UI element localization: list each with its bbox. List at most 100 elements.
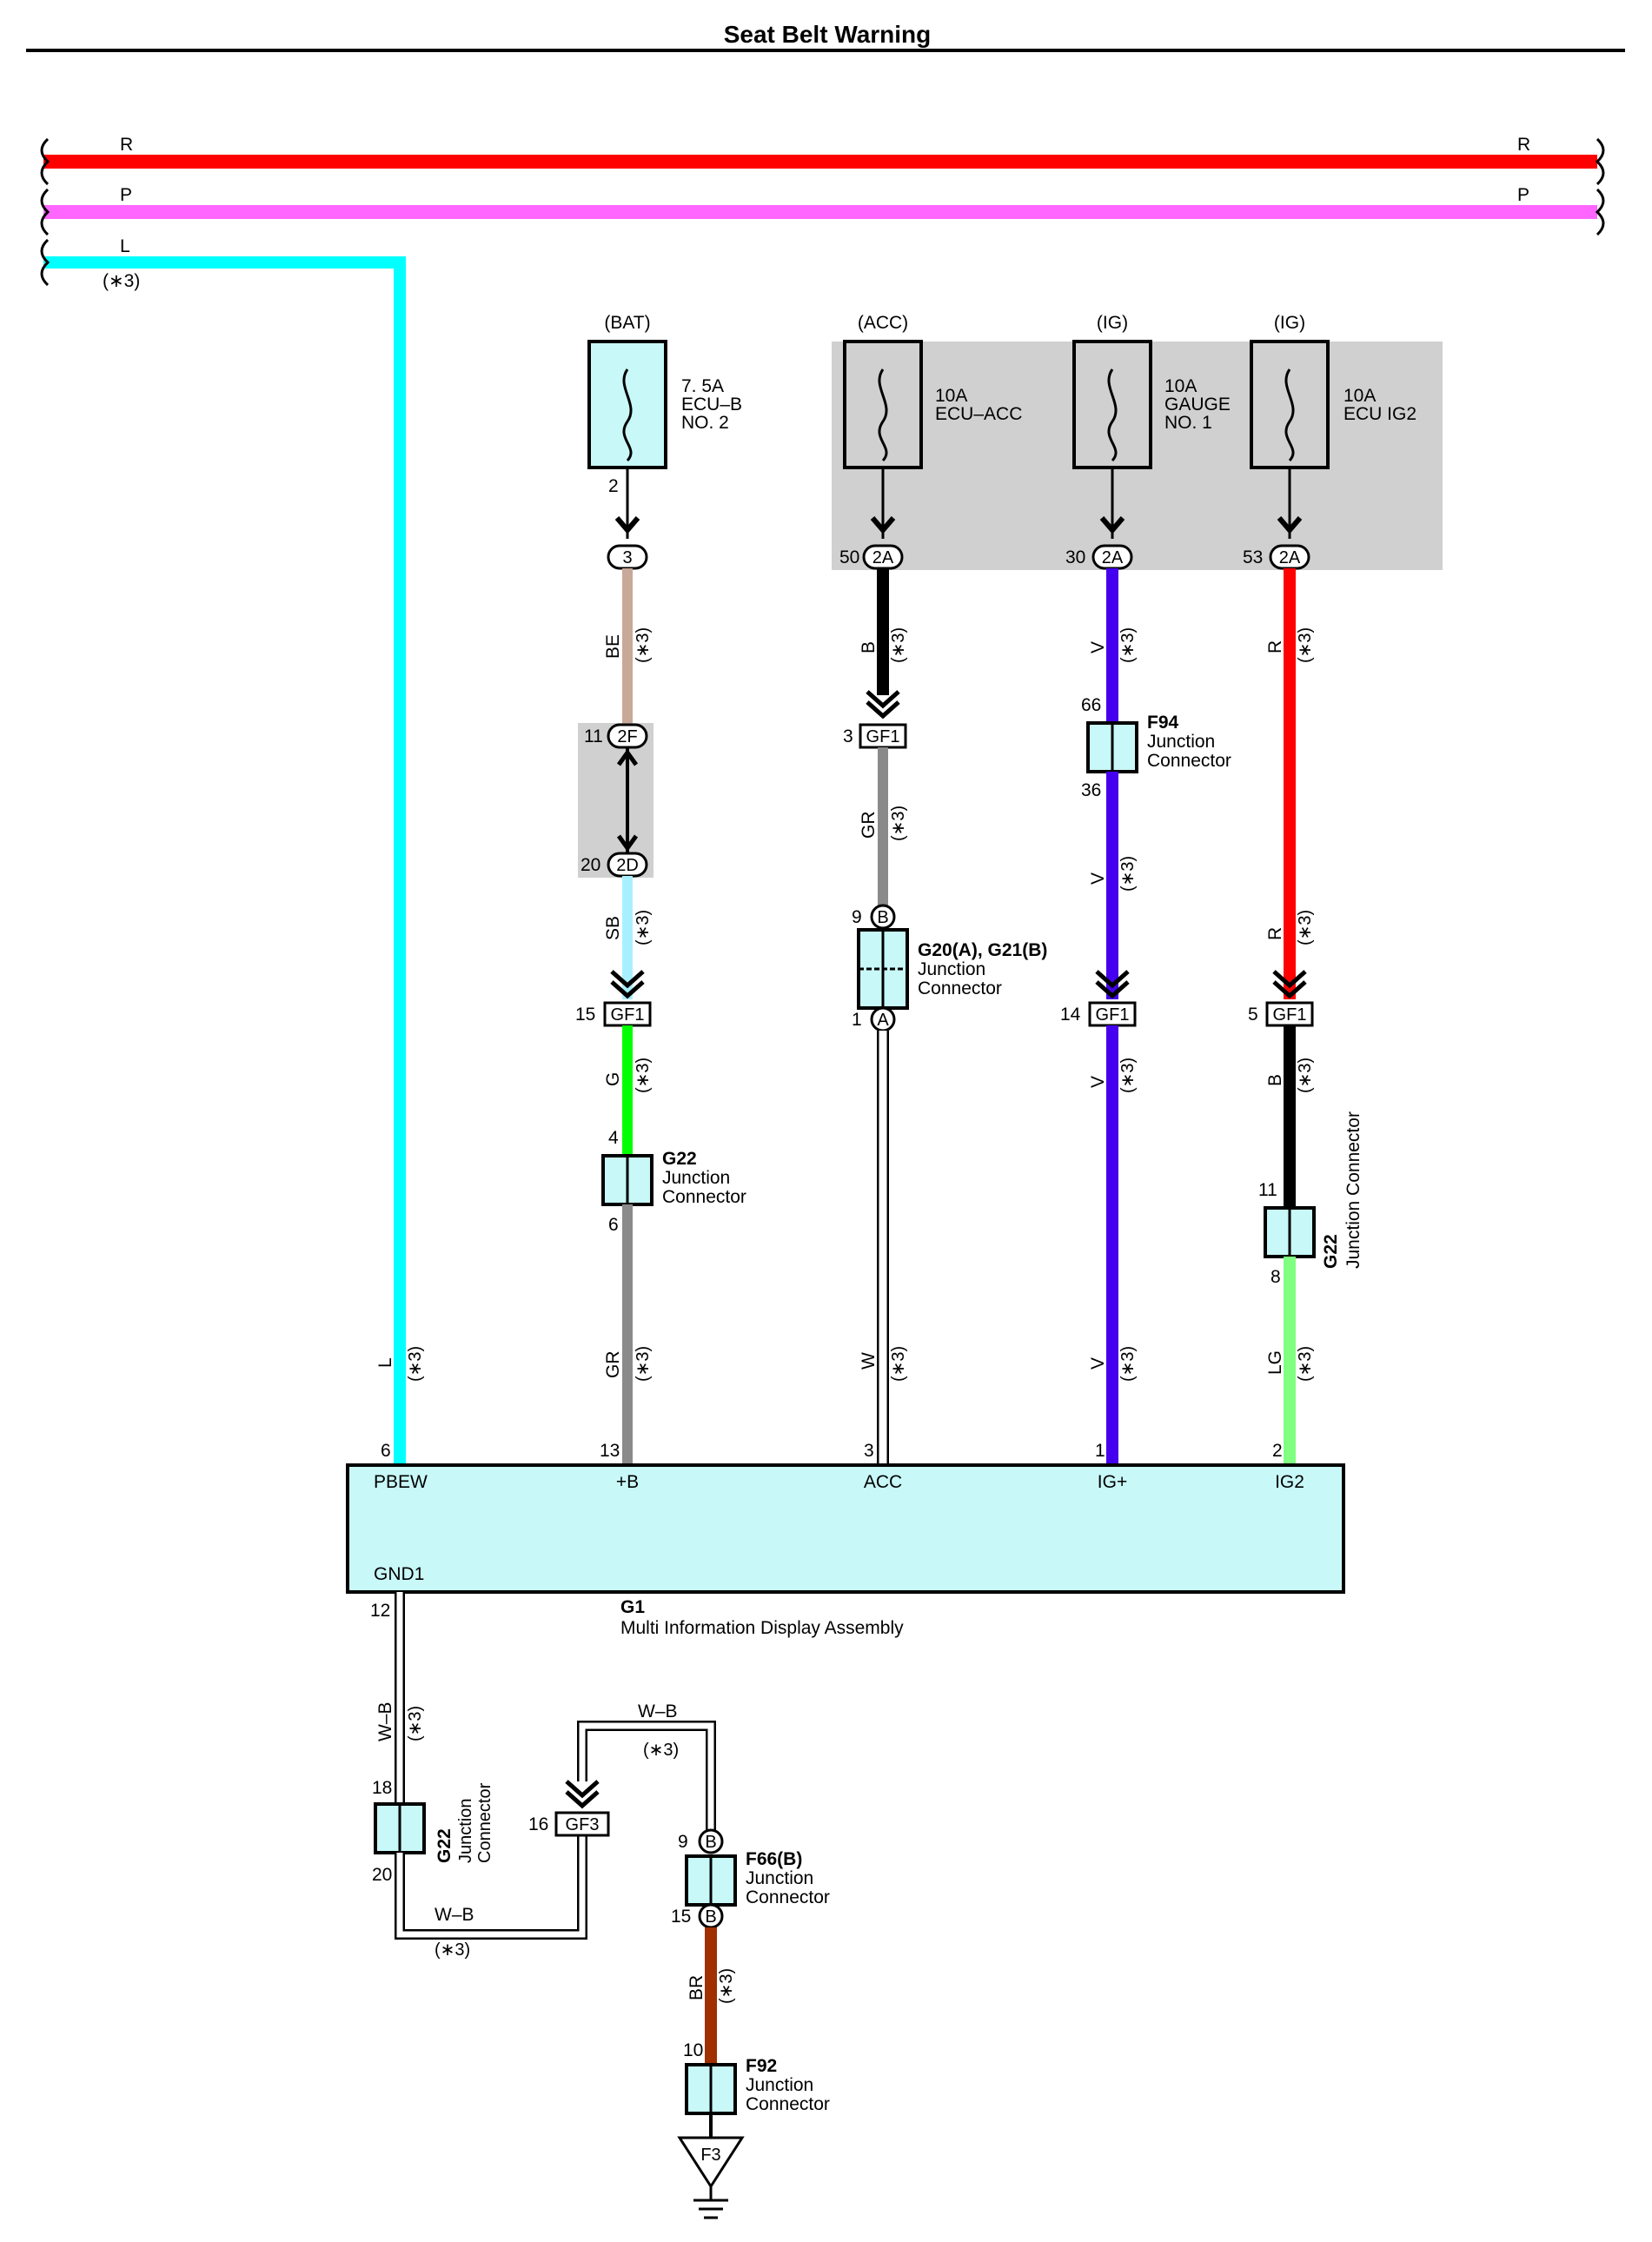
wire-v-c-label: V (1088, 1076, 1108, 1088)
chevron-down-icon (565, 1780, 600, 1809)
chevron-down-icon (614, 516, 640, 534)
wire-gr-b-note: (∗3) (634, 1346, 653, 1382)
fuse-element-icon (878, 368, 888, 462)
fuse-source-bat: (BAT) (604, 313, 650, 333)
shaded-connector-area (578, 723, 654, 878)
bus-label-l-note: (∗3) (103, 271, 140, 291)
fuse-element-icon (1284, 368, 1295, 462)
wire-v-d-label: V (1088, 1357, 1108, 1370)
wire-wb-c-fill (579, 1722, 714, 1830)
double-arrow-icon (616, 748, 639, 852)
g20-id: G20(A), G21(B) (918, 940, 1047, 960)
conn-2a-ig2-label: 2A (1279, 548, 1301, 567)
g22-b-id: G22 (1321, 1234, 1341, 1269)
fuse-gauge (1072, 340, 1152, 469)
wire-b-acc-label: B (859, 641, 879, 653)
break-brace-left (40, 137, 50, 287)
fuse-ecu-b-rating: 7. 5A (681, 376, 724, 396)
wire-wb-c-label: W–B (638, 1701, 678, 1721)
g1-id: G1 (620, 1597, 645, 1617)
chevron-down-icon (610, 970, 645, 999)
g22-b-l1: Junction Connector (1343, 1111, 1363, 1269)
f94-id: F94 (1147, 713, 1179, 733)
wire-wb-a-label: W–B (375, 1701, 395, 1741)
fuse-ecu-b-no: NO. 2 (681, 413, 729, 433)
g1-gnd-name: GND1 (374, 1564, 424, 1584)
bus-label-r-right: R (1517, 135, 1530, 155)
f66-id: F66(B) (746, 1849, 802, 1869)
conn-gf1-c-pin: 14 (1060, 1005, 1081, 1025)
g1-pin-name-acc: ACC (864, 1472, 902, 1492)
conn-2d-pin: 20 (581, 855, 600, 875)
f92-id: F92 (746, 2056, 777, 2076)
wire-l-pbew (43, 256, 406, 1465)
conn-2f-pin: 11 (584, 726, 603, 746)
ground-triangle-icon (677, 2136, 745, 2189)
f66-top-mark (698, 1828, 724, 1854)
chevron-down-icon (1099, 516, 1125, 534)
wire-lg-label: LG (1265, 1350, 1285, 1375)
wire-wb-c-note: (∗3) (643, 1741, 679, 1760)
wire-wb-b-fill (396, 1835, 586, 1938)
wire-lg-note: (∗3) (1296, 1346, 1315, 1382)
fuse-ecu-acc-name: ECU–ACC (935, 404, 1022, 424)
fuse-ecu-ig2-pin: 53 (1243, 547, 1263, 567)
g20-l1: Junction (918, 959, 985, 979)
g1-pin-name-b: +B (616, 1472, 639, 1492)
fuse-gauge-rating: 10A (1164, 376, 1197, 396)
wire-r-a-label: R (1265, 640, 1285, 653)
break-brace-right (1595, 137, 1605, 236)
wire-v-d-note: (∗3) (1118, 1346, 1138, 1382)
chevron-down-icon (1272, 970, 1307, 999)
f66-l1: Junction (746, 1868, 813, 1888)
chevron-down-icon (870, 516, 896, 534)
wire-v-a-note: (∗3) (1118, 627, 1138, 663)
wire-l-label: L (375, 1357, 395, 1368)
fuse-source-ig-ig2: (IG) (1274, 313, 1305, 333)
conn-gf1-c-label: GF1 (1096, 1005, 1130, 1025)
fuse-gauge-pin: 30 (1065, 547, 1085, 567)
g22-c-id: G22 (435, 1828, 454, 1863)
wire-b-ig2-label: B (1265, 1074, 1285, 1086)
wire-v-b-label: V (1088, 872, 1108, 885)
conn-gf3 (554, 1811, 610, 1837)
bus-label-p-right: P (1517, 185, 1529, 205)
wire-b-ig2-note: (∗3) (1296, 1058, 1315, 1093)
wire-br-label: BR (687, 1975, 707, 2000)
g22-a-l1: Junction (662, 1168, 730, 1188)
g1-pin-name-ig: IG+ (1098, 1472, 1127, 1492)
wire-gr-b-label: GR (603, 1351, 623, 1379)
fuse-gauge-name: GAUGE (1164, 395, 1231, 415)
wire-br-note: (∗3) (717, 1968, 736, 2004)
wire-w-note: (∗3) (889, 1346, 908, 1382)
g22-c-pin-top: 18 (372, 1778, 392, 1798)
conn-2a-acc-label: 2A (872, 548, 894, 567)
fuse-ecu-ig2 (1250, 340, 1330, 469)
g22-c-l1: Junction (456, 1799, 475, 1864)
wire-sb-note: (∗3) (634, 910, 653, 945)
wire-b-acc-note: (∗3) (889, 627, 908, 663)
bus-label-r-left: R (120, 135, 133, 155)
f66-top-mark-label: B (705, 1833, 716, 1852)
component-g1-multi-info-display (346, 1463, 1345, 1594)
f94-l2: Connector (1147, 751, 1231, 771)
f92-l1: Junction (746, 2075, 813, 2095)
fuse-source-acc: (ACC) (858, 313, 908, 333)
f94-pin-top: 66 (1081, 695, 1101, 715)
conn-gf3-label: GF3 (566, 1815, 600, 1834)
fuse-ecu-b (587, 340, 667, 469)
g1-pin-num-acc: 3 (864, 1441, 874, 1461)
g1-name: Multi Information Display Assembly (620, 1618, 904, 1638)
conn-gf1-d-pin: 5 (1248, 1005, 1258, 1025)
wire-g-label: G (603, 1072, 623, 1086)
g22-c-pin-bottom: 20 (372, 1865, 392, 1885)
g1-pin-name-ig2: IG2 (1275, 1472, 1304, 1492)
g1-pin-num-ig2: 2 (1272, 1441, 1283, 1461)
wire-l-note: (∗3) (406, 1346, 425, 1382)
g22-a-l2: Connector (662, 1187, 746, 1207)
conn-gf3-pin: 16 (528, 1814, 548, 1834)
wire-wb-b-label: W–B (435, 1905, 474, 1925)
conn-gf1-d-label: GF1 (1273, 1005, 1307, 1025)
fuse-ecu-b-name: ECU–B (681, 395, 742, 415)
